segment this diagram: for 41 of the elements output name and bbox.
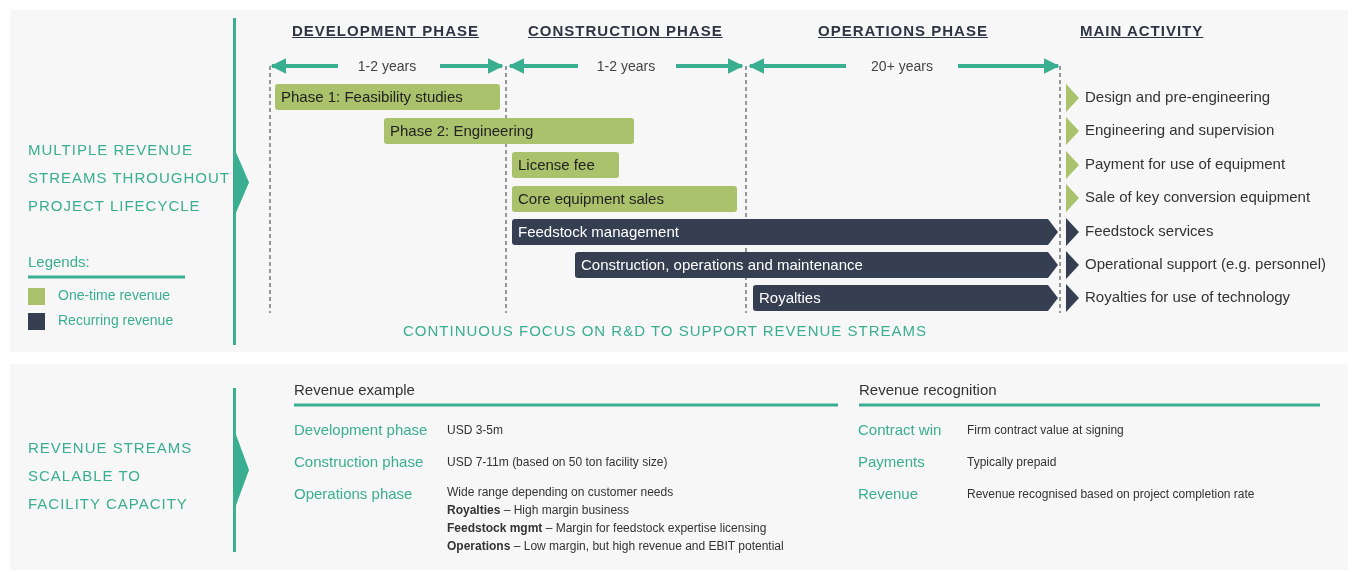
row-value: Royalties – High margin business (447, 503, 630, 517)
activity-label: Engineering and supervision (1085, 121, 1275, 138)
row-value: Typically prepaid (967, 455, 1057, 469)
phase-heading: OPERATIONS PHASE (818, 22, 988, 39)
column-heading: MAIN ACTIVITY (1080, 22, 1204, 39)
arrow-bar: Construction, operations and maintenance (575, 252, 1058, 278)
row-value: Feedstock mgmt – Margin for feedstock expertise licensing (447, 521, 767, 535)
activity-label: Design and pre-engineering (1085, 88, 1271, 105)
row-label: Payments (858, 453, 925, 470)
revenue-bar: Core equipment sales (512, 186, 737, 212)
row-value: USD 3-5m (447, 423, 503, 437)
revenue-bar: Phase 2: Engineering (384, 118, 634, 144)
row-label: Operations phase (294, 485, 413, 502)
arrow-bar: Feedstock management (512, 219, 1058, 245)
activity-label: Sale of key conversion equipment (1085, 188, 1311, 205)
legend-label: One-time revenue (58, 287, 171, 303)
arrow-bar: Royalties (753, 285, 1058, 311)
column-heading: Revenue example (294, 381, 415, 398)
section-title: MULTIPLE REVENUE STREAMS THROUGHOUT PROJECT LIFECYCLE (28, 140, 231, 216)
row-value: USD 7-11m (based on 50 ton facility size) (447, 455, 668, 469)
row-label: Revenue (858, 485, 919, 502)
row-label: Construction phase (294, 453, 424, 470)
activity-label: Payment for use of equipment (1085, 155, 1286, 172)
column-heading: Revenue recognition (859, 381, 997, 398)
phase-heading: DEVELOPMENT PHASE (292, 22, 480, 39)
revenue-bar: License fee (512, 152, 619, 178)
activity-label: Operational support (e.g. personnel) (1085, 255, 1326, 272)
row-value: Revenue recognised based on project completion rate (967, 487, 1255, 501)
row-value: Firm contract value at signing (967, 423, 1124, 437)
row-value: Operations – Low margin, but high revenue and EBIT potential (447, 539, 784, 553)
revenue-bar: Phase 1: Feasibility studies (275, 84, 500, 110)
section-title: REVENUE STREAMS SCALABLE TO FACILITY CAPACITY (28, 438, 194, 514)
footer-note: CONTINUOUS FOCUS ON R&D TO SUPPORT REVENUE STREAMS (402, 322, 928, 339)
row-label: Development phase (294, 421, 428, 438)
activity-label: Royalties for use of technology (1085, 288, 1291, 305)
activity-label: Feedstock services (1085, 222, 1214, 239)
row-value: Wide range depending on customer needs (447, 485, 674, 499)
legend-title: Legends: (28, 253, 90, 270)
phase-heading: CONSTRUCTION PHASE (528, 22, 723, 39)
row-label: Contract win (858, 421, 942, 438)
legend-label: Recurring revenue (58, 312, 174, 328)
